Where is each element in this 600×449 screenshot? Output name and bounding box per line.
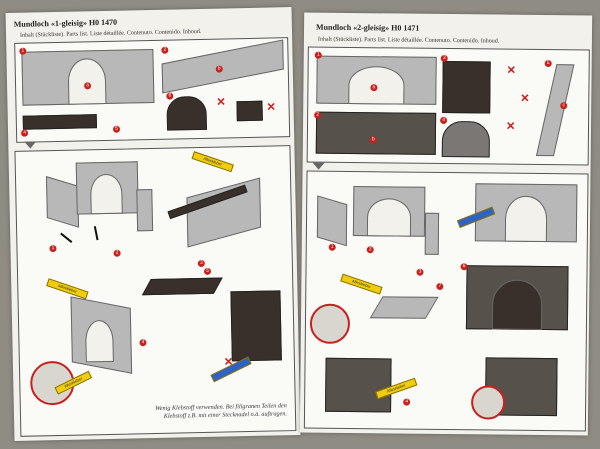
gate-part-4: [441, 120, 491, 158]
frame-part-3: [442, 60, 491, 114]
section-pointer-icon: [24, 141, 37, 149]
small-parts-sprue: [236, 100, 263, 122]
detail-magnifier: [470, 385, 506, 420]
cross-mark-icon: ✕: [505, 120, 516, 133]
callout-6: 6: [166, 92, 174, 100]
portal-opening: [491, 279, 543, 331]
arrow-icon: [93, 226, 99, 241]
page-title-right: Mundloch «2-gleisig» H0 1471: [316, 22, 420, 33]
callout-4: 4: [20, 129, 29, 137]
instruction-page-right: Mundloch «2-gleisig» H0 1471 Inhalt (Stü…: [299, 12, 593, 436]
portal-opening: [504, 195, 548, 243]
portal-opening: [366, 198, 412, 237]
wing-wall-part-5: [535, 64, 575, 157]
cross-mark-icon: ✕: [506, 64, 516, 77]
portal-opening: [85, 319, 114, 363]
glue-tube-icon: Alleskleber: [340, 273, 383, 295]
callout-step: 4: [403, 398, 411, 406]
parts-list-box-left: 1 a 2 b 4 5 6 ✕ ✕: [14, 37, 291, 143]
callout-a: a: [84, 82, 92, 90]
wing-wall-left: [316, 195, 348, 247]
base-plate: [141, 277, 223, 296]
callout-a: a: [370, 84, 378, 92]
detail-magnifier: [309, 303, 351, 344]
cross-mark-icon: ✕: [520, 92, 530, 105]
callout-step: 4: [139, 339, 147, 347]
callout-step: 3: [416, 268, 424, 276]
cross-mark-icon: ✕: [216, 96, 226, 109]
stone-wall-part-2: [315, 111, 437, 155]
glue-tip-text: Wenig Klebstoff verwenden. Bei filigrane…: [91, 402, 287, 422]
callout-b: b: [369, 136, 377, 144]
instruction-page-left: Mundloch «1-gleisig» H0 1470 Inhalt (Stü…: [5, 7, 301, 441]
glue-tube-icon: Alleskleber: [46, 278, 89, 300]
assembly-steps-box-left: Alleskleber 1 2 3 5 Alleskleber 4 Allesk…: [14, 145, 297, 437]
wing-wall-left: [45, 176, 80, 228]
callout-5: 5: [544, 60, 552, 68]
portal-opening: [89, 173, 123, 215]
section-pointer-icon: [312, 162, 325, 170]
portal-rear: [230, 290, 282, 362]
callout-step: 5: [203, 267, 212, 275]
callout-1: 1: [314, 51, 322, 59]
wall-assembly: [186, 177, 262, 248]
stone-portal-left: [325, 357, 392, 413]
gate-part-6: [166, 95, 208, 131]
assembly-steps-box-right: 1 2 3 Alleskleber 7 6 Alleskleber 4: [303, 170, 589, 432]
callout-5: 5: [112, 125, 121, 133]
callout-step: 2: [113, 249, 121, 257]
base-plate: [369, 296, 439, 319]
base-part-4: [22, 114, 97, 130]
glue-tube-icon: Alleskleber: [191, 151, 234, 173]
page-title-left: Mundloch «1-gleisig» H0 1470: [13, 17, 118, 29]
side-pillar: [424, 212, 440, 255]
parts-list-box-right: 1 a 2 b 3 4 ✕ ✕ ✕ 5 c: [306, 46, 590, 166]
callout-c: c: [560, 102, 568, 110]
callout-step: 7: [436, 282, 444, 290]
callout-3: 3: [440, 54, 448, 63]
side-pillar: [136, 189, 154, 232]
callout-step: 1: [49, 245, 57, 253]
wing-wall-part-2: [161, 39, 284, 94]
arrow-icon: [60, 232, 73, 243]
callout-step: 3: [197, 259, 205, 268]
contents-line-right: Inhalt (Stückliste). Parts list. Liste d…: [317, 36, 500, 45]
callout-step: 6: [460, 263, 468, 271]
callout-step: 2: [366, 246, 374, 254]
callout-2: 2: [161, 46, 169, 54]
callout-2: 2: [314, 111, 322, 119]
callout-4: 4: [440, 116, 448, 125]
contents-line-left: Inhalt (Stückliste). Parts list. Liste d…: [19, 28, 202, 39]
cross-mark-icon: ✕: [266, 101, 276, 114]
callout-step: 1: [328, 243, 336, 251]
